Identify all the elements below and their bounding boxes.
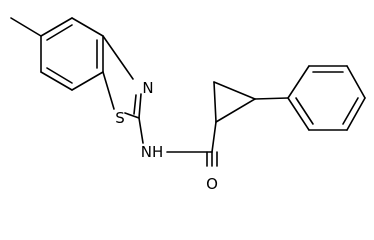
oxygen-atom-label: O [206,175,218,193]
cyclopropane-ring [213,81,256,123]
amide-nh-label: NH [141,143,164,161]
amide-linkage [138,117,218,167]
sulfur-atom-label: S [115,109,125,127]
phenyl-ring [254,65,366,131]
thiazole-ring [102,35,142,119]
methyl-group [10,17,42,37]
chemical-structure-diagram: N S NH O [10,17,366,193]
nitrogen-atom-label: N [142,79,153,97]
benzothiazole-benzene-ring [40,17,104,91]
